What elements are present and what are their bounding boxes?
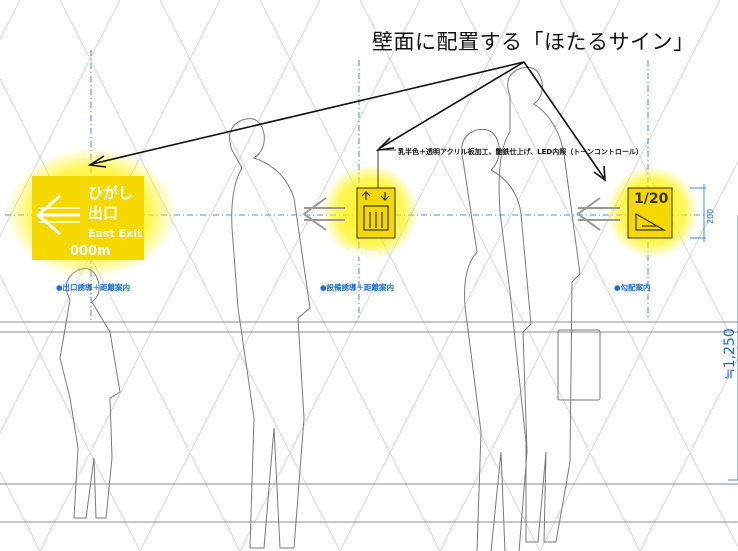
spec-note: 乳半色＋透明アクリル板加工、艶鉄仕上げ、LED内照（トーンコントロール） [398,148,643,156]
exit-label-ja: ひがし [88,184,134,202]
exit-label-kanji: 出口 [88,204,119,222]
sign-height-dimension: 200 [706,208,715,224]
exit-caption: ●出口誘導＋距離案内 [56,283,131,292]
callout-arrows [87,61,606,182]
spec-leader [377,149,396,188]
dimension-lines [690,184,738,481]
horizontal-lines [0,321,738,523]
exit-sign-panel [32,176,144,260]
exit-label-en: East Exit [88,227,143,240]
people-silhouettes [59,66,601,551]
diagram-title: 壁面に配置する「ほたるサイン」 [372,30,695,54]
slope-caption: ●勾配案内 [614,283,651,292]
arrow-left-icon [576,197,620,231]
elevator-distance: 000m [339,247,380,262]
elevator-caption: ●設備誘導＋距離案内 [320,283,395,292]
exit-distance: 000m [70,244,111,259]
arrow-left-icon [302,197,345,231]
arrow-left-icon [35,194,80,236]
slope-ratio: 1/20 [634,191,669,207]
elevator-icon [361,191,390,231]
mount-height-dimension: ≒1,250 [722,328,738,380]
slope-icon [635,212,667,231]
